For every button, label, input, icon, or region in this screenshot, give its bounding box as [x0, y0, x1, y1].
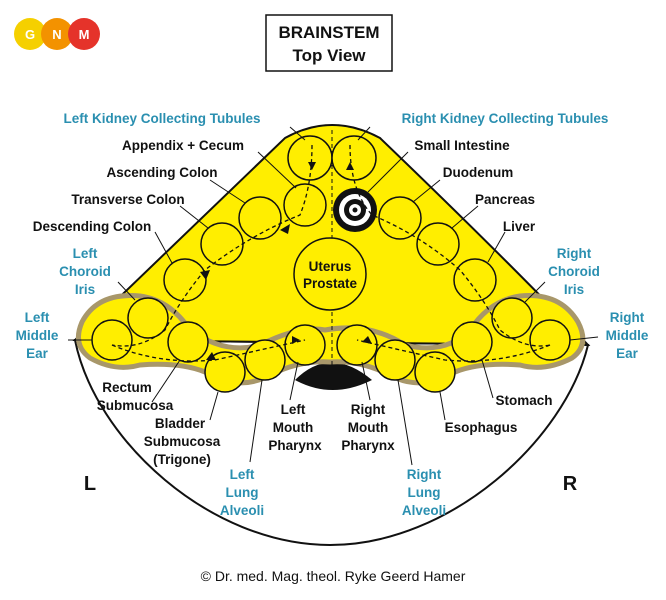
brainstem-lower-region: [73, 338, 590, 547]
circle-stomach: [451, 321, 493, 363]
label-right-lung-3: Alveoli: [402, 503, 446, 518]
logo-circle-g: [14, 18, 46, 50]
label-left-ear-1: Left: [25, 310, 50, 325]
label-left-lung-1: Left: [230, 467, 255, 482]
flow-right-lower: [356, 339, 551, 362]
label-right-mouth-1: Right: [351, 402, 386, 417]
circle-rectum: [167, 321, 209, 363]
label-bladder-2: Submucosa: [144, 434, 221, 449]
label-left-ear-2: Middle: [16, 328, 59, 343]
arrowhead-2: [346, 162, 354, 170]
small-intestine-target: [333, 188, 377, 232]
pharynx-dome: [295, 362, 372, 390]
label-left-mouth-3: Pharynx: [268, 438, 322, 453]
label-pancreas: Pancreas: [475, 192, 535, 207]
center-line-1: Uterus: [309, 259, 352, 274]
label-rectum-2: Submucosa: [97, 398, 174, 413]
label-left-choroid-2: Choroid: [59, 264, 111, 279]
label-appendix: Appendix + Cecum: [122, 138, 244, 153]
logo-letter-g: G: [25, 27, 35, 42]
arrowhead-5: [206, 352, 216, 360]
label-bladder-1: Bladder: [155, 416, 206, 431]
logo-circle-m: [68, 18, 100, 50]
label-right-ear-2: Middle: [606, 328, 649, 343]
circle-pancreas: [416, 222, 460, 266]
circle-duodenum: [378, 196, 422, 240]
label-left-choroid-3: Iris: [75, 282, 95, 297]
logo-circle-n: [41, 18, 73, 50]
circle-left-middle-ear: [91, 319, 133, 361]
label-side-right: R: [563, 473, 578, 495]
arrowhead-3: [280, 224, 290, 234]
gnm-logo: G N M: [14, 18, 100, 50]
label-transverse-colon: Transverse Colon: [71, 192, 184, 207]
circle-right-middle-ear: [529, 319, 571, 361]
circle-bladder: [204, 351, 246, 393]
circle-left-choroid: [127, 297, 169, 339]
label-esophagus: Esophagus: [445, 420, 518, 435]
circle-liver: [453, 258, 497, 302]
label-left-lung-2: Lung: [226, 485, 259, 500]
label-right-ear-3: Ear: [616, 346, 639, 361]
label-right-choroid-3: Iris: [564, 282, 584, 297]
label-right-mouth-2: Mouth: [348, 420, 388, 435]
title-box: BRAINSTEM Top View: [265, 14, 393, 72]
label-left-lung-3: Alveoli: [220, 503, 264, 518]
circle-esophagus: [414, 351, 456, 393]
label-descending-colon: Descending Colon: [33, 219, 152, 234]
label-left-ear-3: Ear: [26, 346, 49, 361]
copyright-text: © Dr. med. Mag. theol. Ryke Geerd Hamer: [201, 568, 466, 584]
label-left-kidney: Left Kidney Collecting Tubules: [63, 111, 260, 126]
label-right-lung-2: Lung: [408, 485, 441, 500]
center-line-2: Prostate: [303, 276, 358, 291]
arrowhead-6: [292, 336, 300, 344]
arrowhead-1: [308, 162, 316, 170]
label-left-choroid-1: Left: [73, 246, 98, 261]
arrowhead-4: [200, 270, 210, 280]
label-right-kidney: Right Kidney Collecting Tubules: [402, 111, 609, 126]
label-duodenum: Duodenum: [443, 165, 514, 180]
label-right-choroid-2: Choroid: [548, 264, 600, 279]
circle-left-mouth: [284, 324, 326, 366]
label-right-ear-1: Right: [610, 310, 645, 325]
label-rectum-1: Rectum: [102, 380, 152, 395]
circle-descending-colon: [163, 258, 207, 302]
label-bladder-3: (Trigone): [153, 452, 211, 467]
circle-ascending-colon: [238, 196, 282, 240]
label-right-choroid-1: Right: [557, 246, 592, 261]
flow-left-lower: [111, 339, 306, 362]
logo-letter-n: N: [52, 27, 61, 42]
flow-left-upper: [111, 144, 313, 347]
label-left-mouth-2: Mouth: [273, 420, 313, 435]
circle-right-choroid: [491, 297, 533, 339]
label-right-lung-1: Right: [407, 467, 442, 482]
label-small-intestine: Small Intestine: [414, 138, 510, 153]
label-left-mouth-1: Left: [281, 402, 306, 417]
title-line-1: BRAINSTEM: [278, 23, 379, 42]
label-liver: Liver: [503, 219, 536, 234]
arrowhead-7: [362, 336, 372, 344]
circle-transverse-colon: [200, 222, 244, 266]
label-side-left: L: [84, 473, 96, 495]
circle-appendix: [283, 183, 327, 227]
logo-letter-m: M: [79, 27, 90, 42]
circle-right-lung: [374, 339, 416, 381]
flow-right-upper: [349, 144, 551, 347]
label-ascending-colon: Ascending Colon: [107, 165, 218, 180]
label-stomach: Stomach: [495, 393, 552, 408]
circle-right-mouth: [336, 324, 378, 366]
title-line-2: Top View: [292, 46, 366, 65]
circle-left-lung: [244, 339, 286, 381]
circle-right-kidney: [331, 135, 377, 181]
label-right-mouth-3: Pharynx: [341, 438, 395, 453]
circle-uterus-prostate: [293, 237, 367, 311]
